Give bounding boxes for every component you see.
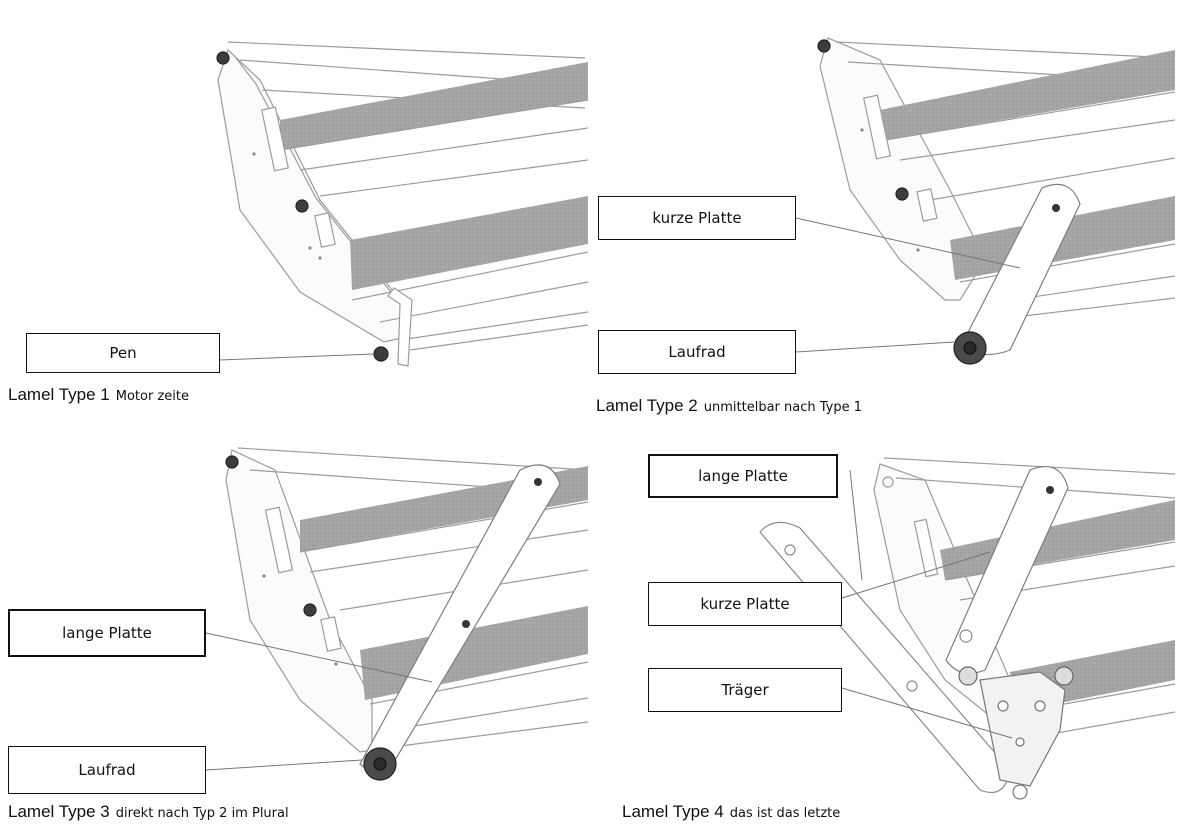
leader-line-kurze-platte [795,217,1021,269]
carrier-bracket-icon [958,666,1074,800]
label-laufrad: Laufrad [598,330,796,374]
caption-note: Motor zeite [115,389,189,404]
label-lange-platte: lange Platte [8,609,206,657]
leader-line-laufrad [205,759,363,771]
leader-line-laufrad [795,341,955,353]
label-laufrad: Laufrad [8,746,206,794]
leader-line-lange-platte [205,632,433,683]
caption-note: das ist das letzte [729,806,841,821]
leader-line-traeger [841,687,1013,739]
label-lange-platte: lange Platte [648,454,838,498]
caption-note: unmittelbar nach Type 1 [703,400,863,415]
pin-icon [817,39,909,201]
caption-type-1: Lamel Type 1 Motor zeite [8,385,189,405]
pin-icon [216,51,389,362]
panel-1-drawing [216,41,589,367]
caption-type-3: Lamel Type 3 direkt nach Typ 2 im Plural [8,802,289,822]
caption-note: direkt nach Typ 2 im Plural [115,806,289,821]
stripe [880,50,1175,140]
label-traeger: Träger [648,668,842,712]
leader-line-pen [219,353,375,361]
label-kurze-platte: kurze Platte [598,196,796,240]
panel-4-drawing [759,457,1176,800]
label-kurze-platte: kurze Platte [648,582,842,626]
label-pen: Pen [26,333,220,373]
leader-line-lange-platte [849,469,863,581]
caption-type-2: Lamel Type 2 unmittelbar nach Type 1 [596,396,862,416]
panel-2-drawing [817,37,1176,365]
caption-title: Lamel Type 3 [8,802,110,821]
pin-icon [225,455,317,617]
panel-3-drawing [225,447,589,781]
stripe [280,62,588,150]
caption-title: Lamel Type 1 [8,385,110,404]
caption-type-4: Lamel Type 4 das ist das letzte [622,802,840,822]
caption-title: Lamel Type 4 [622,802,724,821]
short-plate [945,466,1069,674]
roller-wheel-icon [363,747,397,781]
roller-wheel-icon [953,331,987,365]
stripe [350,196,588,290]
leader-line-kurze-platte [841,551,991,599]
caption-title: Lamel Type 2 [596,396,698,415]
